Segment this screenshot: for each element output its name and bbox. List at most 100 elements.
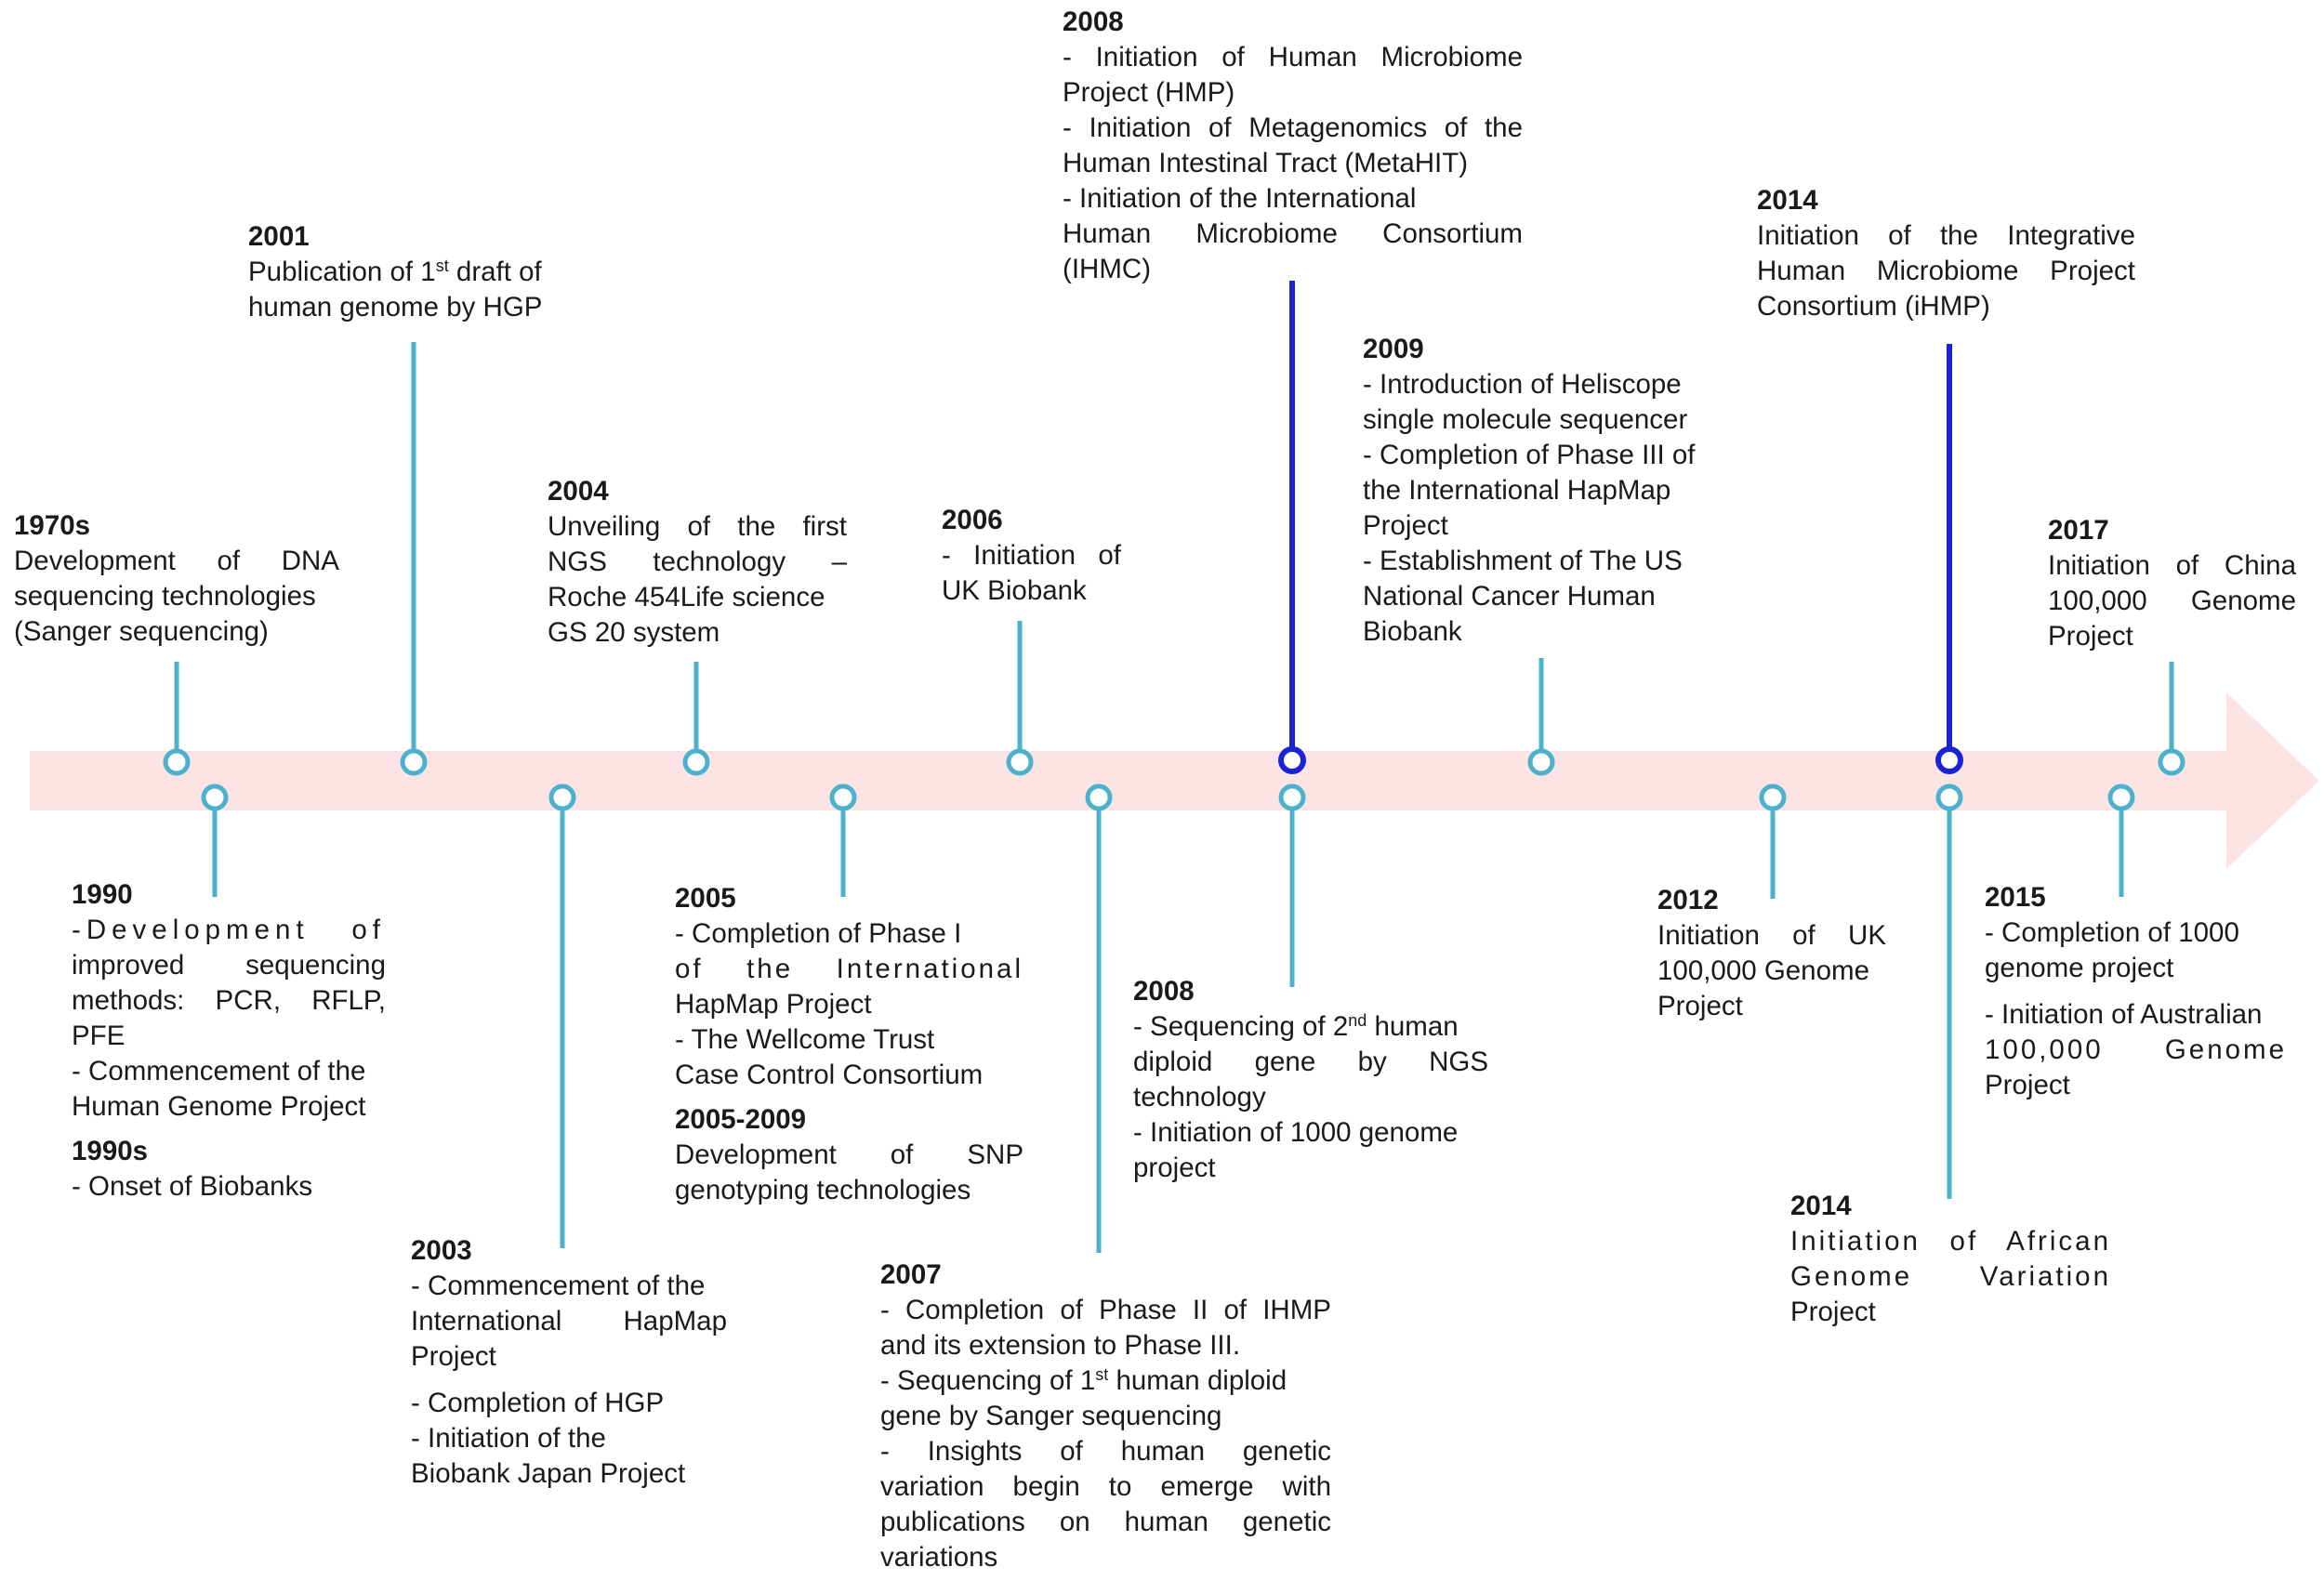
- event-text-line: Project: [1790, 1297, 1876, 1327]
- event-text-line: - Initiation of Australian: [1985, 999, 2263, 1030]
- event-text-line: of the International: [675, 954, 1023, 984]
- marker-2015: [2107, 783, 2135, 811]
- event-year: 2008: [1133, 976, 1195, 1007]
- event-2009: 2009 - Introduction of Heliscope single mo…: [1363, 332, 1753, 650]
- event-text-line: Project: [1657, 991, 1743, 1021]
- event-year: 2009: [1363, 334, 1424, 364]
- event-year: 2005-2009: [675, 1104, 807, 1135]
- event-text-line: sequencing technologies: [14, 581, 316, 612]
- event-text-line: - Commencement of the: [72, 1056, 366, 1086]
- event-text-line: - Completion of HGP: [411, 1388, 665, 1418]
- event-2015: 2015 - Completion of 1000 genome project - …: [1985, 880, 2287, 1103]
- event-year: 2006: [942, 505, 1003, 535]
- event-year: 1970s: [14, 510, 91, 541]
- marker-2004: [682, 748, 710, 776]
- event-text-line: gene by Sanger sequencing: [880, 1401, 1222, 1431]
- event-text-line: (IHMC): [1063, 254, 1152, 284]
- text-segment: Publication of 1: [248, 257, 436, 287]
- lower-stems: [212, 809, 2124, 1253]
- event-year: 2001: [248, 221, 310, 252]
- upper-markers: [163, 746, 2185, 776]
- marker-2005: [829, 783, 857, 811]
- event-text-line: Project: [411, 1341, 496, 1372]
- event-text-line: Human Intestinal Tract (MetaHIT): [1063, 148, 1469, 178]
- event-text-line: Project (HMP): [1063, 77, 1235, 108]
- marker-2014-bottom: [1935, 783, 1963, 811]
- event-year: 2014: [1790, 1191, 1852, 1221]
- marker-1990: [201, 783, 229, 811]
- event-text-line: (Sanger sequencing): [14, 616, 269, 647]
- event-text-line: methods: PCR, RFLP,: [72, 985, 386, 1016]
- event-text-line: National Cancer Human: [1363, 581, 1656, 612]
- event-text-line: - Initiation of Metagenomics of the: [1063, 112, 1523, 143]
- event-year: 2007: [880, 1259, 942, 1290]
- event-text-line: - Commencement of the: [411, 1271, 706, 1301]
- text-segment: human diploid: [1108, 1365, 1287, 1396]
- event-text-line: Project: [1985, 1070, 2070, 1100]
- event-text-line: Consortium (iHMP): [1757, 291, 1990, 322]
- event-year: 2014: [1757, 185, 1818, 216]
- event-text-line: genome project: [1985, 953, 2174, 983]
- marker-2008-bottom: [1278, 783, 1306, 811]
- event-text-line: Case Control Consortium: [675, 1060, 984, 1090]
- event-text-line: - Insights of human genetic: [880, 1436, 1331, 1467]
- event-text-line: Project: [1363, 510, 1448, 541]
- event-text-line: human genome by HGP: [248, 292, 543, 323]
- event-text-line: 100,000 Genome: [1657, 955, 1869, 986]
- event-text-line: - Completion of 1000: [1985, 917, 2239, 948]
- event-text-line: Genome Variation: [1790, 1261, 2111, 1292]
- event-text-line: - Onset of Biobanks: [72, 1171, 313, 1202]
- event-text-line: PFE: [72, 1020, 125, 1051]
- event-year: 2012: [1657, 885, 1719, 915]
- superscript: st: [435, 257, 449, 275]
- event-text-line: HapMap Project: [675, 989, 872, 1020]
- event-text-line: - Initiation of the International: [1063, 183, 1417, 214]
- marker-2012: [1759, 783, 1787, 811]
- event-text-line: Project: [2048, 621, 2133, 652]
- superscript: nd: [1348, 1011, 1367, 1030]
- event-year: 1990: [72, 879, 133, 910]
- event-year: 2017: [2048, 515, 2109, 546]
- event-year: 2015: [1985, 882, 2046, 913]
- upper-stems: [174, 281, 2174, 753]
- event-text-line: Development of SNP: [675, 1139, 1023, 1170]
- event-text-line: single molecule sequencer: [1363, 404, 1688, 435]
- event-text-line: Initiation of UK: [1657, 920, 1886, 951]
- event-year: 2004: [548, 476, 609, 507]
- event-text-line: technology: [1133, 1082, 1266, 1113]
- event-text-line: Human Genome Project: [72, 1091, 366, 1122]
- marker-2007: [1085, 783, 1113, 811]
- event-text-line: - Introduction of Heliscope: [1363, 369, 1682, 400]
- event-text-line: GS 20 system: [548, 617, 720, 648]
- event-year: 1990s: [72, 1136, 149, 1166]
- event-text-line: genotyping technologies: [675, 1175, 971, 1205]
- event-text-line: 100,000 Genome: [2048, 586, 2296, 616]
- marker-2009: [1527, 748, 1555, 776]
- event-text-line: Biobank Japan Project: [411, 1458, 686, 1489]
- event-text-line: Biobank: [1363, 616, 1462, 647]
- event-text-line: - Sequencing of 2nd human: [1133, 1009, 1488, 1045]
- event-text-line: Human Microbiome Project: [1757, 256, 2135, 286]
- event-text-line: - Initiation of the: [411, 1423, 606, 1454]
- event-text-line: publications on human genetic: [880, 1507, 1331, 1537]
- event-text-line: NGS technology –: [548, 546, 847, 577]
- event-text-line: and its extension to Phase III.: [880, 1330, 1241, 1361]
- event-text-line: improved sequencing: [72, 950, 386, 981]
- marker-2008-top: [1278, 746, 1306, 774]
- event-text-line: variations: [880, 1542, 998, 1573]
- event-text-line: project: [1133, 1152, 1216, 1183]
- lower-markers: [201, 783, 2135, 811]
- marker-2006: [1006, 748, 1034, 776]
- event-text-line: Initiation of the Integrative: [1757, 220, 2135, 251]
- event-text-line: - Completion of Phase III of: [1363, 440, 1696, 470]
- event-text-line: Initiation of African: [1790, 1226, 2111, 1257]
- event-text-line: variation begin to emerge with: [880, 1471, 1331, 1502]
